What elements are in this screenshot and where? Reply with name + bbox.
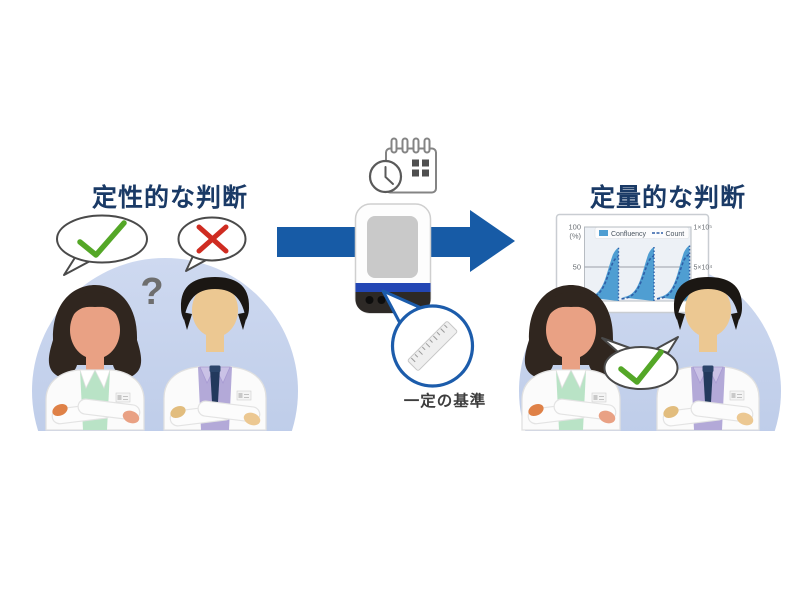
check-bubble-body — [56, 214, 148, 264]
question-mark: ? — [140, 271, 163, 313]
agreement-bubble-body — [603, 346, 679, 390]
left-woman-figure — [45, 284, 145, 431]
x-icon — [196, 224, 229, 254]
chart-legend: Confluency Count — [594, 227, 690, 239]
legend-confluency-label: Confluency — [611, 231, 647, 238]
clock-hands — [384, 166, 394, 185]
clock-calendar-icon — [368, 137, 437, 194]
check-icon — [77, 220, 127, 258]
device-port-right — [377, 296, 386, 304]
left-title: 定性的な判断 — [91, 184, 248, 212]
standard-circle — [381, 289, 475, 388]
right-woman-figure — [521, 284, 621, 431]
check-bubble — [56, 214, 148, 276]
axis-right-top: 1×10⁵ — [694, 225, 713, 232]
device-band — [355, 283, 431, 292]
axis-right-mid: 5×10⁴ — [694, 265, 713, 272]
device-port-left — [365, 296, 374, 304]
standard-label: 一定の基準 — [403, 393, 487, 410]
left-scene: ? — [32, 258, 298, 431]
right-scene: 100 (%) 50 1×10⁵ 5×10⁴ Confluency Count — [519, 213, 781, 431]
calendar-grid — [412, 159, 429, 177]
legend-confluency-swatch — [599, 230, 608, 236]
agreement-bubble — [601, 336, 679, 390]
axis-left-unit: (%) — [569, 232, 581, 241]
legend-count-label: Count — [666, 231, 685, 238]
check-icon — [618, 349, 664, 385]
axis-left-top: 100 — [568, 223, 581, 232]
device-screen — [367, 216, 418, 278]
ruler-icon — [407, 321, 458, 371]
cross-bubble — [177, 216, 247, 272]
calendar-rings — [390, 137, 431, 154]
axis-left-mid: 50 — [573, 263, 581, 272]
right-title: 定量的な判断 — [589, 184, 746, 212]
